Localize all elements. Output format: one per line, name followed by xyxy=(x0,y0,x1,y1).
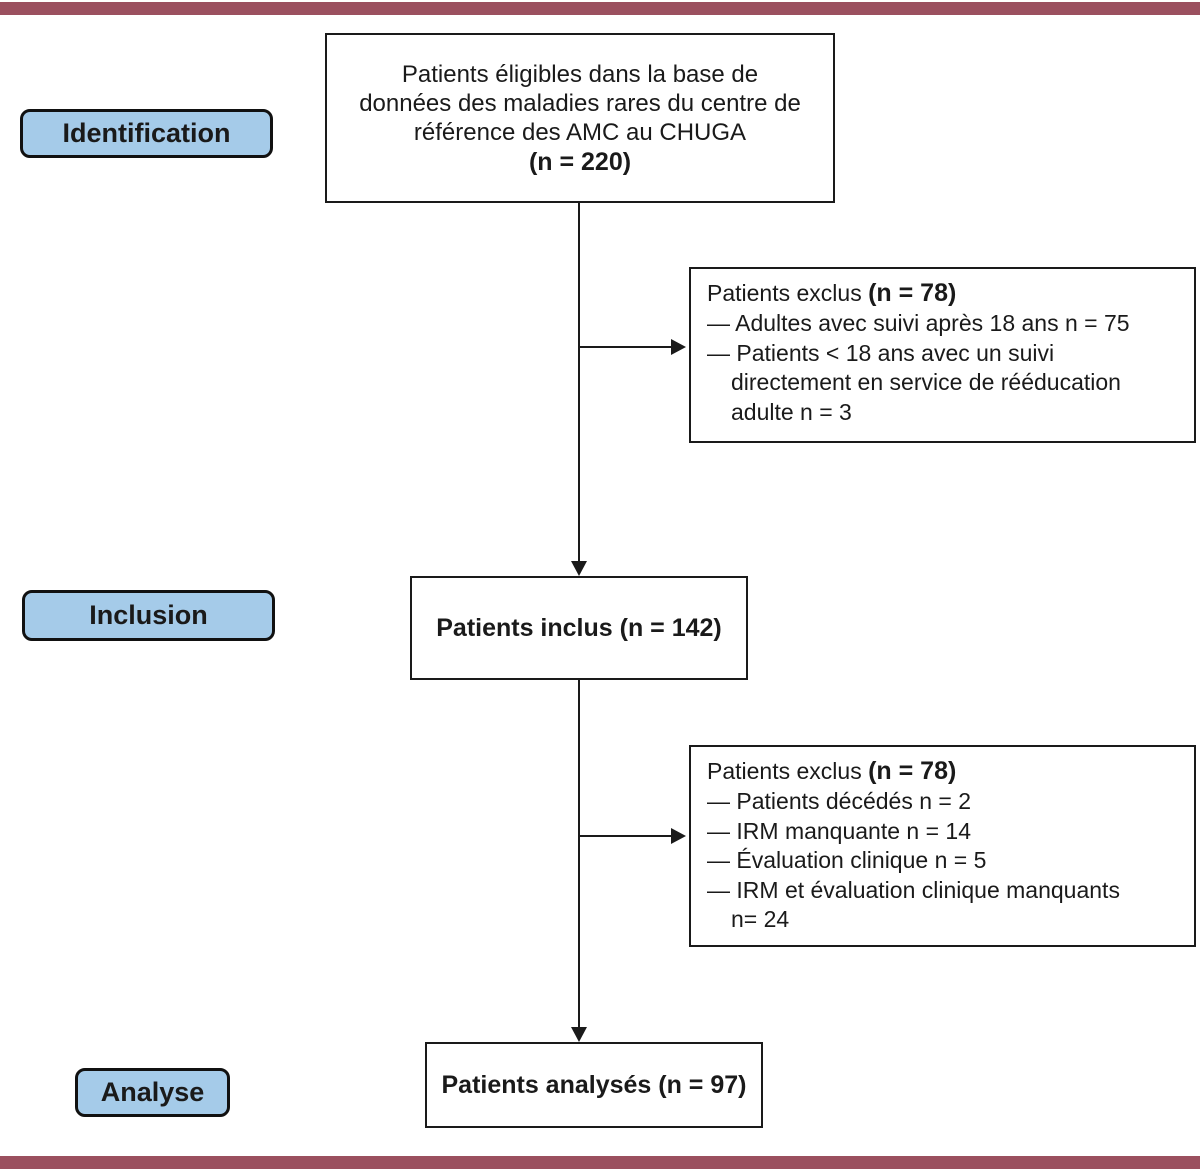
box-excluded-2-item: — IRM et évaluation clinique manquants n… xyxy=(707,876,1120,933)
box-eligible-patients-count: (n = 220) xyxy=(528,147,632,176)
stage-label-inclusion-text: Inclusion xyxy=(89,600,208,630)
flow-line-eligible-to-included xyxy=(578,203,580,563)
box-analyzed-patients-text: Patients analysés (n = 97) xyxy=(441,1070,747,1099)
arrowhead-right-excluded-1-icon xyxy=(671,339,686,355)
box-excluded-1-header: Patients exclus (n = 78) xyxy=(707,278,1182,309)
bottom-divider-bar xyxy=(0,1156,1200,1169)
stage-label-identification-text: Identification xyxy=(62,118,231,148)
arrowhead-right-excluded-2-icon xyxy=(671,828,686,844)
flow-line-branch-to-excluded-1 xyxy=(578,346,678,348)
stage-label-analyse: Analyse xyxy=(75,1068,230,1117)
box-excluded-2-title: Patients exclus xyxy=(707,758,869,784)
box-excluded-2-header: Patients exclus (n = 78) xyxy=(707,756,1182,787)
box-excluded-1-item: — Patients < 18 ans avec un suivi direct… xyxy=(707,339,1121,425)
box-eligible-patients-text: Patients éligibles dans la base de donné… xyxy=(359,60,801,146)
stage-label-analyse-text: Analyse xyxy=(100,1077,205,1107)
box-included-patients-text: Patients inclus (n = 142) xyxy=(436,613,722,642)
arrowhead-down-included-icon xyxy=(571,561,587,576)
flow-line-branch-to-excluded-2 xyxy=(578,835,678,837)
box-eligible-patients: Patients éligibles dans la base de donné… xyxy=(325,33,835,203)
top-divider-bar xyxy=(0,2,1200,15)
stage-label-identification: Identification xyxy=(20,109,273,158)
box-excluded-1-count: (n = 78) xyxy=(868,279,957,307)
box-analyzed-patients: Patients analysés (n = 97) xyxy=(425,1042,763,1128)
box-excluded-1-item: — Adultes avec suivi après 18 ans n = 75 xyxy=(707,310,1130,336)
box-excluded-2-item: — Patients décédés n = 2 xyxy=(707,788,972,814)
box-excluded-2-count: (n = 78) xyxy=(868,757,957,785)
box-included-patients: Patients inclus (n = 142) xyxy=(410,576,748,680)
box-excluded-2: Patients exclus (n = 78) — Patients décé… xyxy=(689,745,1196,947)
box-excluded-2-item: — Évaluation clinique n = 5 xyxy=(707,847,987,873)
box-excluded-1: Patients exclus (n = 78) — Adultes avec … xyxy=(689,267,1196,443)
arrowhead-down-analyzed-icon xyxy=(571,1027,587,1042)
flow-line-included-to-analyzed xyxy=(578,680,580,1030)
stage-label-inclusion: Inclusion xyxy=(22,590,275,641)
box-excluded-1-title: Patients exclus xyxy=(707,280,869,306)
box-excluded-2-item: — IRM manquante n = 14 xyxy=(707,817,972,844)
